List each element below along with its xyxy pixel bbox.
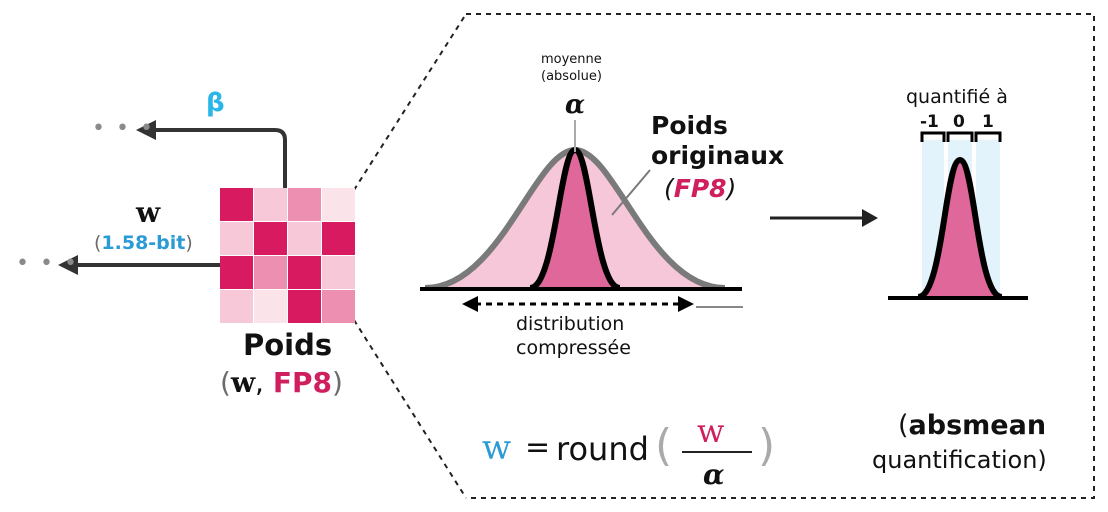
range-arrow-left — [462, 296, 478, 312]
quantize-arrow-head — [862, 209, 878, 227]
matrix-cell — [322, 256, 355, 289]
matrix-cell — [322, 222, 355, 255]
bitwidth-open: ( — [94, 232, 102, 254]
compressed-distribution-fill — [530, 150, 620, 288]
mean-line2: (absolue) — [541, 69, 602, 84]
matrix-cell — [288, 188, 321, 221]
w-label: w — [136, 196, 161, 229]
weights-sub-fp8: FP8 — [272, 366, 332, 399]
matrix-cell — [322, 188, 355, 221]
matrix-cell — [322, 290, 355, 323]
dashed-panel-border — [466, 13, 1095, 499]
original-fp8: (FP8) — [664, 174, 736, 203]
weights-subtitle: (w, FP8) — [220, 366, 343, 399]
formula-round: round — [556, 430, 649, 468]
bracket-zero — [946, 131, 974, 142]
matrix-cell — [220, 222, 253, 255]
matrix-cell — [254, 290, 287, 323]
weights-sub-close: ) — [332, 366, 343, 399]
distribution-line2: compressée — [516, 337, 631, 359]
weights-sub-w: w — [230, 366, 256, 399]
beta-arrow-head — [136, 120, 156, 140]
matrix-cell — [220, 256, 253, 289]
weights-sub-open: ( — [220, 366, 231, 399]
zoom-line-top — [353, 13, 467, 191]
mean-line1: moyenne — [541, 52, 602, 67]
matrix-cell — [254, 188, 287, 221]
method-line2: quantification) — [872, 446, 1047, 474]
ellipsis-mid: • • • — [16, 251, 79, 276]
matrix-cell — [288, 290, 321, 323]
original-line2: originaux — [651, 141, 785, 170]
formula-eq: = — [525, 430, 551, 465]
orig-fp8-value: FP8 — [673, 174, 727, 203]
bracket-one — [974, 131, 1002, 142]
alpha-label: α — [565, 90, 586, 120]
weights-title: Poids — [243, 328, 333, 362]
matrix-cell — [288, 256, 321, 289]
zoom-line-bottom — [353, 319, 467, 499]
formula-denominator: α — [703, 458, 725, 491]
quantized-distribution-outline — [916, 156, 1004, 300]
matrix-cell — [254, 256, 287, 289]
ellipsis-top: • • • — [92, 116, 155, 141]
w-arrow-head — [58, 255, 78, 275]
formula-lhs: w — [482, 428, 512, 468]
orig-fp8-close: ) — [726, 174, 737, 203]
beta-label: β — [206, 88, 225, 118]
method-open: ( — [898, 410, 909, 441]
bitwidth-value: 1.58-bit — [101, 232, 186, 254]
level-zero: 0 — [953, 112, 965, 132]
bitwidth-label: (1.58-bit) — [94, 232, 193, 254]
method-bold: absmean — [908, 410, 1047, 441]
orig-fp8-open: ( — [664, 174, 674, 203]
bracket-minus1 — [920, 131, 946, 142]
original-line1: Poids — [651, 111, 728, 140]
matrix-cell — [220, 290, 253, 323]
matrix-cell — [220, 188, 253, 221]
method-line1: (absmean — [898, 410, 1046, 441]
bitwidth-close: ) — [185, 232, 193, 254]
weights-sub-sep: , — [255, 366, 273, 399]
formula-paren-open: ( — [655, 420, 673, 471]
orig-pointer — [611, 169, 651, 216]
range-arrow-right — [678, 296, 694, 312]
distribution-line1: distribution — [516, 313, 625, 335]
level-one: 1 — [982, 112, 994, 132]
formula-numerator: w — [697, 412, 725, 450]
formula-paren-close: ) — [758, 420, 776, 471]
matrix-cell — [288, 222, 321, 255]
matrix-cell — [254, 222, 287, 255]
weight-matrix — [220, 188, 355, 323]
level-minus1: -1 — [920, 112, 939, 132]
beta-arrow-line — [150, 128, 287, 188]
quantized-label: quantifié à — [906, 86, 1008, 108]
